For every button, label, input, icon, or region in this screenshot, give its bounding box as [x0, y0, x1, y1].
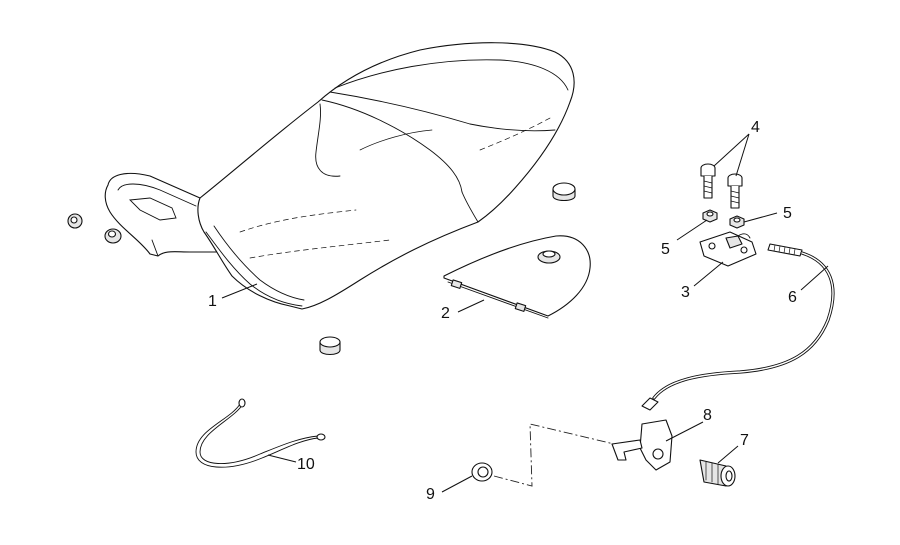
release-cable-part [641, 243, 835, 411]
lock-plate-part [699, 231, 757, 267]
leader-lines [221, 133, 829, 493]
callout-9: 9 [426, 486, 435, 503]
callout-3: 3 [681, 284, 690, 301]
rubber-buffer-left-2 [104, 228, 122, 244]
nut-part-right [729, 215, 745, 229]
retaining-ring-part [471, 462, 493, 482]
callout-8: 8 [703, 407, 712, 424]
lock-cylinder-part [699, 459, 736, 487]
seat-part [104, 42, 575, 310]
assembly-line [493, 423, 615, 487]
rubber-buffer-bottom [319, 336, 341, 356]
leader-1 [221, 283, 258, 299]
callout-labels: 1 2 3 4 5 5 6 7 8 9 10 [208, 119, 797, 503]
callout-2: 2 [441, 305, 450, 322]
callout-4: 4 [751, 119, 760, 136]
leader-5a [676, 219, 708, 241]
callout-5-left: 5 [661, 241, 670, 258]
leader-7 [717, 445, 739, 464]
leader-5b [743, 212, 778, 223]
rubber-buffer-right [552, 182, 576, 202]
callout-5-right: 5 [783, 205, 792, 222]
rubber-buffer-left-1 [67, 213, 83, 229]
callout-10: 10 [297, 456, 315, 473]
leader-8 [665, 421, 704, 442]
nut-part-left [702, 209, 718, 223]
callout-7: 7 [740, 432, 749, 449]
cover-plate-part [443, 235, 591, 319]
leader-10 [267, 454, 297, 463]
leader-6 [800, 265, 829, 291]
leader-4a [713, 133, 750, 167]
callout-1: 1 [208, 293, 217, 310]
screw-part-2 [727, 173, 743, 209]
leader-4b [735, 133, 750, 177]
wire-part [195, 398, 326, 468]
screw-part-1 [700, 163, 716, 199]
leader-3 [693, 261, 724, 287]
lock-bracket-part [611, 419, 673, 471]
leader-2 [457, 299, 485, 313]
leader-9 [441, 475, 473, 493]
callout-6: 6 [788, 289, 797, 306]
